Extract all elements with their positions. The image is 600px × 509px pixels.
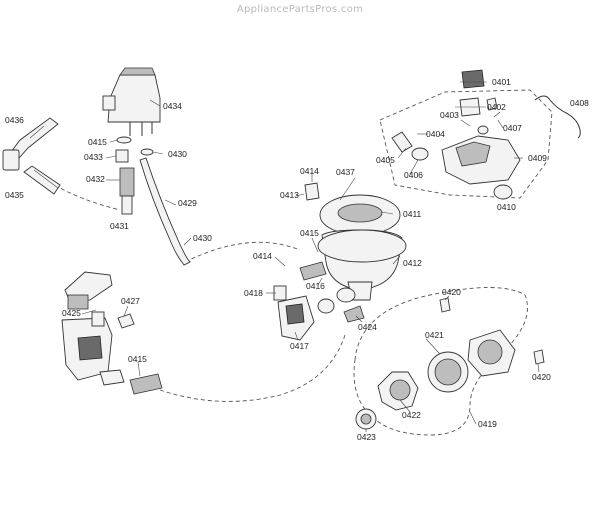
hose-route-bottom xyxy=(159,334,346,402)
label-0412: 0412 xyxy=(403,258,422,268)
label-0415-mid: 0415 xyxy=(300,228,319,238)
seal-0423 xyxy=(355,408,377,430)
label-0419: 0419 xyxy=(478,419,497,429)
label-0423: 0423 xyxy=(357,432,376,442)
hose-0429 xyxy=(139,157,191,266)
label-0414-top: 0414 xyxy=(300,166,319,176)
pump-0417 xyxy=(273,285,315,341)
clip-0427 xyxy=(117,313,135,329)
label-0427: 0427 xyxy=(121,296,140,306)
label-0420-top: 0420 xyxy=(442,287,461,297)
aquastop-0434 xyxy=(102,67,161,136)
label-0420-right: 0420 xyxy=(532,372,551,382)
hose-route-top xyxy=(184,241,301,263)
part-labels: 0401 0402 0403 0404 0405 0406 0407 0408 … xyxy=(5,77,589,442)
heater-pump-0409 xyxy=(391,125,521,200)
label-0413: 0413 xyxy=(280,190,299,200)
pump-group-outline xyxy=(353,287,528,436)
label-0407: 0407 xyxy=(503,123,522,133)
label-0408: 0408 xyxy=(570,98,589,108)
drain-pump-0419 xyxy=(377,297,545,411)
hose-route-left xyxy=(54,184,121,211)
label-0403: 0403 xyxy=(440,110,459,120)
label-0430-top: 0430 xyxy=(168,149,187,159)
hose-0436 xyxy=(2,117,61,195)
label-0435: 0435 xyxy=(5,190,24,200)
sensor-assembly-0425 xyxy=(61,271,125,386)
label-0425: 0425 xyxy=(62,308,81,318)
label-0422: 0422 xyxy=(402,410,421,420)
label-0418: 0418 xyxy=(244,288,263,298)
label-0409: 0409 xyxy=(528,153,547,163)
label-0402: 0402 xyxy=(487,102,506,112)
label-0415-bottom: 0415 xyxy=(128,354,147,364)
label-0401: 0401 xyxy=(492,77,511,87)
label-0424: 0424 xyxy=(358,322,377,332)
label-0404: 0404 xyxy=(426,129,445,139)
label-0430-mid: 0430 xyxy=(193,233,212,243)
label-0421: 0421 xyxy=(425,330,444,340)
label-0434: 0434 xyxy=(163,101,182,111)
sump-fittings-0437-0413-0414 xyxy=(299,172,365,323)
label-0405: 0405 xyxy=(376,155,395,165)
label-0414-mid: 0414 xyxy=(253,251,272,261)
parts-0401-0402-0403 xyxy=(459,69,498,117)
label-0411: 0411 xyxy=(403,209,422,219)
hose-fittings-0415-0433-0432 xyxy=(115,136,154,215)
label-0429: 0429 xyxy=(178,198,197,208)
leader-lines xyxy=(29,81,540,432)
label-0437: 0437 xyxy=(336,167,355,177)
label-0406: 0406 xyxy=(404,170,423,180)
label-0436: 0436 xyxy=(5,115,24,125)
label-0415-top: 0415 xyxy=(88,137,107,147)
watermark: AppliancePartsPros.com xyxy=(236,4,364,15)
label-0410: 0410 xyxy=(497,202,516,212)
wire-harness-0408 xyxy=(534,95,581,139)
label-0431: 0431 xyxy=(110,221,129,231)
hose-0415-bottom xyxy=(129,373,163,395)
heater-group-outline xyxy=(379,89,553,199)
label-0417: 0417 xyxy=(290,341,309,351)
label-0432: 0432 xyxy=(86,174,105,184)
label-0433: 0433 xyxy=(84,152,103,162)
label-0416: 0416 xyxy=(306,281,325,291)
sump-0412 xyxy=(317,194,407,301)
